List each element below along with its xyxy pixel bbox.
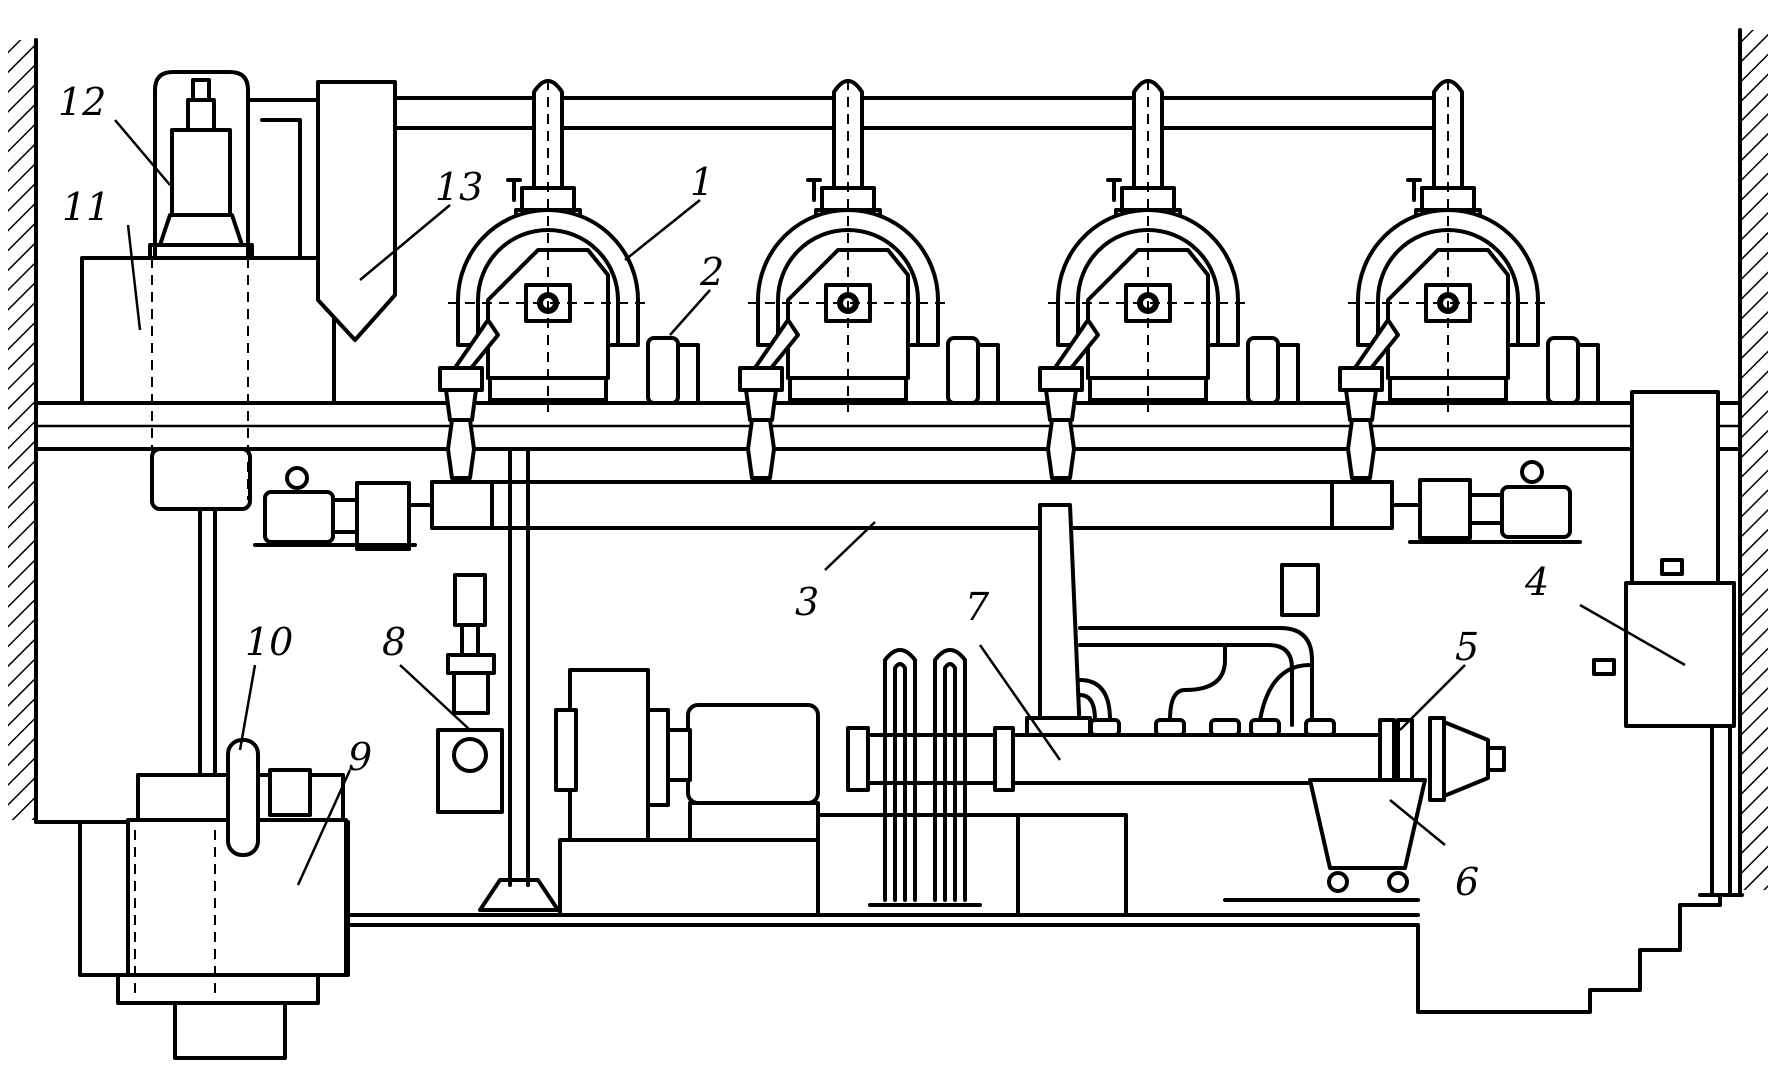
- feed-nozzle: [1209, 718, 1241, 737]
- motor-right: [1390, 460, 1582, 544]
- label-2: 2: [699, 250, 724, 294]
- header-pipe: [393, 96, 1447, 130]
- support-column: [478, 447, 560, 912]
- feed-nozzle: [1154, 718, 1186, 737]
- cabinet-4: [1592, 390, 1744, 897]
- drive-shaft-3: [430, 480, 1394, 530]
- label-8: 8: [382, 620, 406, 664]
- rotary-unit-4: [1338, 79, 1600, 480]
- cart-6: [1223, 778, 1427, 902]
- label-9: 9: [348, 735, 372, 779]
- feed-nozzle: [1304, 718, 1336, 737]
- label-5: 5: [1455, 625, 1479, 669]
- label-1: 1: [690, 160, 714, 204]
- label-11: 11: [62, 185, 110, 229]
- leader-lines: [114, 119, 1686, 886]
- label-4: 4: [1524, 560, 1549, 604]
- extruder-barrel-7: [846, 503, 1506, 802]
- extruder-base: [554, 668, 1128, 917]
- feed-pipes: [1078, 563, 1336, 737]
- label-6: 6: [1455, 860, 1479, 904]
- cooling-coils: [868, 648, 982, 907]
- motor-left: [253, 466, 434, 551]
- label-13: 13: [435, 165, 483, 209]
- feed-nozzle: [1089, 718, 1121, 737]
- rotary-unit-3: [1038, 79, 1300, 480]
- label-7: 7: [965, 585, 990, 629]
- cyclone-13: [316, 80, 397, 342]
- left-wall: [8, 38, 38, 824]
- rotary-unit-1: [438, 79, 700, 480]
- tank-11: [80, 256, 336, 802]
- feed-nozzle: [1249, 718, 1281, 737]
- right-wall: [1738, 28, 1768, 897]
- upper-floor-slab: [34, 401, 1742, 451]
- label-10: 10: [245, 620, 293, 664]
- label-3: 3: [795, 580, 819, 624]
- callout-labels: 1 2 3 4 5 6 7 8 9 10 11 12 13: [58, 80, 1549, 904]
- drive-unit-12: [148, 70, 320, 260]
- rotary-unit-2: [738, 79, 1000, 480]
- label-12: 12: [58, 80, 106, 124]
- handwheel-10: [226, 738, 260, 857]
- pump-8: [436, 573, 504, 814]
